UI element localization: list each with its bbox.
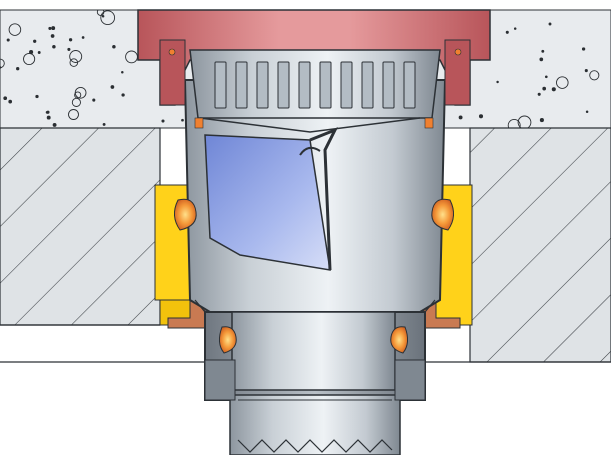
pebble	[100, 10, 116, 26]
pebble	[23, 52, 36, 66]
pebble	[29, 50, 34, 55]
grating-bar	[214, 61, 227, 109]
pebble	[581, 47, 586, 51]
pebble	[69, 50, 83, 63]
pebble	[112, 44, 116, 49]
pebble	[3, 96, 8, 101]
pebble	[458, 115, 463, 120]
outlet-pipe	[204, 311, 426, 455]
pebble	[51, 26, 56, 31]
pebble	[68, 109, 79, 120]
pebble	[496, 80, 499, 84]
concrete-slab	[0, 127, 611, 363]
pebble	[68, 38, 73, 42]
pebble	[6, 38, 10, 42]
pebble	[74, 86, 87, 99]
pebble	[161, 119, 165, 123]
pebble	[46, 115, 51, 120]
pebble	[541, 49, 545, 53]
pebble	[8, 99, 13, 104]
pebble	[121, 70, 124, 74]
pebble	[478, 114, 484, 119]
pebble	[35, 94, 39, 99]
pebble	[537, 92, 541, 96]
pebble	[52, 45, 56, 49]
pebble	[542, 86, 547, 91]
grating-bar	[319, 61, 332, 109]
pebble	[556, 76, 569, 89]
grating-bar	[382, 61, 395, 109]
pebble	[505, 30, 509, 34]
pebble	[548, 22, 552, 26]
pebble	[539, 118, 544, 123]
pebble	[544, 75, 548, 79]
pebble	[121, 93, 125, 97]
pebble	[8, 23, 22, 36]
pebble	[513, 27, 517, 30]
pebble	[96, 10, 105, 16]
pebble	[50, 34, 55, 38]
pebble	[110, 85, 115, 89]
pebble	[589, 70, 600, 81]
pebble	[0, 58, 5, 69]
pebble	[92, 98, 96, 102]
grating-bar	[340, 61, 353, 109]
grating-bar	[277, 61, 290, 109]
pebble	[102, 122, 106, 126]
pebble	[45, 111, 49, 114]
pebble	[74, 91, 82, 99]
pebble	[539, 57, 544, 62]
pebble	[48, 26, 52, 30]
pipe-seals	[174, 198, 454, 354]
pebble	[81, 36, 85, 39]
pebble	[181, 118, 184, 122]
grating-bar	[361, 61, 374, 109]
pebble	[52, 122, 57, 127]
pebble	[507, 118, 521, 128]
pebble	[33, 39, 37, 43]
grating-bar	[235, 61, 248, 109]
pebble	[67, 47, 71, 51]
pebble	[584, 69, 588, 73]
odour-trap-flap	[204, 127, 339, 271]
pebble	[585, 110, 589, 113]
pebble	[16, 67, 20, 71]
grating-bar	[403, 61, 416, 109]
pebble	[37, 51, 41, 54]
grating	[189, 49, 441, 133]
grating-bar	[256, 61, 269, 109]
grating-bar	[298, 61, 311, 109]
pebble	[101, 15, 105, 18]
pebble	[517, 115, 532, 128]
pebble	[551, 87, 556, 92]
